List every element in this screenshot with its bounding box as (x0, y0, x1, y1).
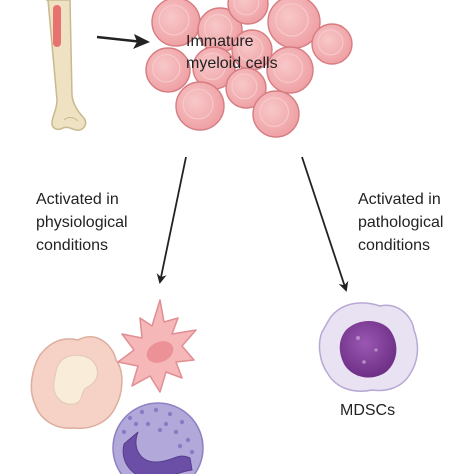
granule (163, 421, 169, 427)
granule (179, 419, 185, 425)
physio-label-line-2: physiological (36, 214, 128, 231)
patho-label-line-3: conditions (358, 237, 431, 254)
pathological-branch-label: Activated in pathological conditions (358, 188, 443, 257)
arrow-left-branch (156, 156, 187, 284)
mdsc-cell-icon (318, 302, 419, 392)
granule (145, 421, 151, 427)
myeloid-cell-icon (225, 67, 267, 109)
myeloid-cell-icon (266, 46, 314, 94)
myeloid-cell-icon (145, 47, 191, 93)
bone-marrow-icon (53, 5, 61, 47)
granule (133, 421, 139, 427)
immature-label-line-2: myeloid cells (186, 55, 278, 72)
myeloid-cell-icon (175, 81, 225, 131)
granule (139, 409, 145, 415)
myeloid-cell-icon (252, 90, 300, 138)
myeloid-cell-icon (267, 0, 321, 49)
myeloid-cell-cluster (145, 0, 353, 138)
granule (177, 443, 183, 449)
myeloid-cell-icon (311, 23, 353, 65)
granule (167, 411, 173, 417)
immature-label-line-1: Immature (186, 33, 254, 50)
myeloid-cell-icon (197, 7, 243, 53)
bone-icon (46, 0, 87, 131)
myeloid-cell-icon (192, 46, 236, 90)
granule (153, 407, 159, 413)
arrow-bone-to-cells (96, 35, 144, 44)
myeloid-cell-icon (231, 29, 273, 71)
granule (173, 429, 179, 435)
macrophage-icon (30, 336, 123, 430)
patho-label-line-2: pathological (358, 214, 444, 231)
granule (185, 437, 191, 443)
myeloid-cell-icon (227, 0, 269, 25)
granule (121, 429, 127, 435)
physio-label-line-1: Activated in (36, 191, 119, 208)
physiological-branch-label: Activated in physiological conditions (36, 188, 128, 257)
dendritic-cell-icon (117, 299, 197, 393)
granule (189, 449, 195, 455)
granule (157, 427, 163, 433)
arrow-right-branch (301, 156, 349, 292)
patho-label-line-1: Activated in (358, 191, 441, 208)
physio-label-line-3: conditions (36, 237, 109, 254)
arrow-head-icon (133, 34, 150, 49)
immature-myeloid-cells-label: Immature myeloid cells (186, 31, 278, 75)
granule (127, 415, 133, 421)
neutrophil-icon (112, 402, 204, 474)
mdsc-label: MDSCs (340, 402, 396, 419)
